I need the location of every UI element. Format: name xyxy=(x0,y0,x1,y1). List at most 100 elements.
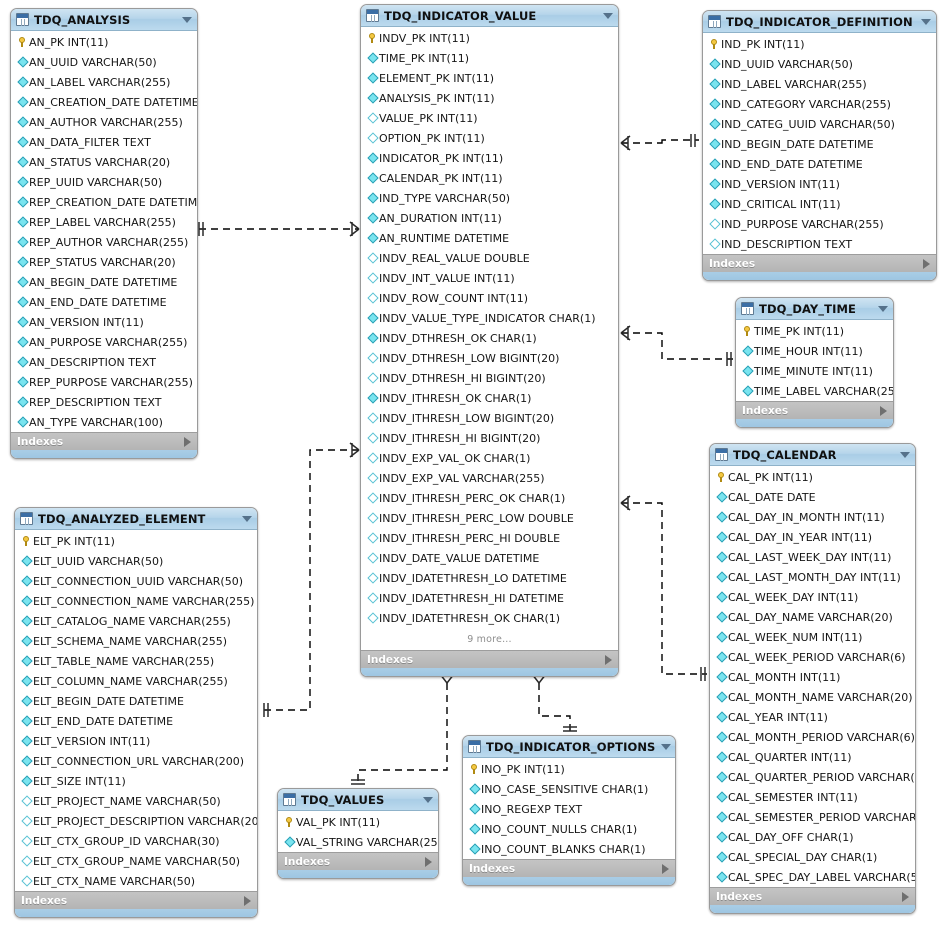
column-row[interactable]: REP_LABEL VARCHAR(255) xyxy=(11,212,197,232)
column-row[interactable]: INDV_VALUE_TYPE_INDICATOR CHAR(1) xyxy=(361,308,618,328)
column-row[interactable]: CAL_QUARTER_PERIOD VARCHAR(5) xyxy=(710,767,915,787)
column-row[interactable]: AN_AUTHOR VARCHAR(255) xyxy=(11,112,197,132)
column-row[interactable]: INDV_EXP_VAL_OK CHAR(1) xyxy=(361,448,618,468)
column-row[interactable]: INO_COUNT_BLANKS CHAR(1) xyxy=(463,839,675,859)
column-row[interactable]: CAL_SEMESTER INT(11) xyxy=(710,787,915,807)
column-row[interactable]: TIME_PK INT(11) xyxy=(361,48,618,68)
column-row[interactable]: ANALYSIS_PK INT(11) xyxy=(361,88,618,108)
indexes-bar-tdq_indicator_definition[interactable]: Indexes xyxy=(703,254,936,272)
column-row[interactable]: TIME_MINUTE INT(11) xyxy=(736,361,893,381)
column-row[interactable]: ELT_BEGIN_DATE DATETIME xyxy=(15,691,257,711)
column-row[interactable]: AN_PURPOSE VARCHAR(255) xyxy=(11,332,197,352)
column-row[interactable]: AN_DESCRIPTION TEXT xyxy=(11,352,197,372)
column-row[interactable]: INDICATOR_PK INT(11) xyxy=(361,148,618,168)
column-row[interactable]: INO_REGEXP TEXT xyxy=(463,799,675,819)
column-row[interactable]: INDV_EXP_VAL VARCHAR(255) xyxy=(361,468,618,488)
column-row[interactable]: IND_UUID VARCHAR(50) xyxy=(703,54,936,74)
column-row[interactable]: CAL_DAY_OFF CHAR(1) xyxy=(710,827,915,847)
column-row[interactable]: INDV_ITHRESH_PERC_OK CHAR(1) xyxy=(361,488,618,508)
column-row[interactable]: CAL_WEEK_PERIOD VARCHAR(6) xyxy=(710,647,915,667)
column-row[interactable]: CAL_PK INT(11) xyxy=(710,467,915,487)
column-row[interactable]: IND_DESCRIPTION TEXT xyxy=(703,234,936,254)
table-header-tdq_indicator_value[interactable]: TDQ_INDICATOR_VALUE xyxy=(361,5,618,27)
column-row[interactable]: ELT_COLUMN_NAME VARCHAR(255) xyxy=(15,671,257,691)
chevron-down-icon[interactable] xyxy=(603,12,613,19)
column-row[interactable]: ELT_CONNECTION_UUID VARCHAR(50) xyxy=(15,571,257,591)
column-row[interactable]: CAL_MONTH_NAME VARCHAR(20) xyxy=(710,687,915,707)
triangle-right-icon[interactable] xyxy=(923,258,930,269)
column-row[interactable]: CAL_MONTH INT(11) xyxy=(710,667,915,687)
column-row[interactable]: ELT_VERSION INT(11) xyxy=(15,731,257,751)
chevron-down-icon[interactable] xyxy=(921,18,931,25)
column-row[interactable]: AN_DURATION INT(11) xyxy=(361,208,618,228)
column-row[interactable]: ELT_CTX_NAME VARCHAR(50) xyxy=(15,871,257,891)
column-row[interactable]: INDV_DTHRESH_HI BIGINT(20) xyxy=(361,368,618,388)
column-row[interactable]: TIME_PK INT(11) xyxy=(736,321,893,341)
table-header-tdq_indicator_options[interactable]: TDQ_INDICATOR_OPTIONS xyxy=(463,736,675,758)
column-row[interactable]: AN_END_DATE DATETIME xyxy=(11,292,197,312)
column-row[interactable]: IND_END_DATE DATETIME xyxy=(703,154,936,174)
column-row[interactable]: CAL_WEEK_DAY INT(11) xyxy=(710,587,915,607)
chevron-down-icon[interactable] xyxy=(878,305,888,312)
column-row[interactable]: TIME_HOUR INT(11) xyxy=(736,341,893,361)
column-row[interactable]: AN_CREATION_DATE DATETIME xyxy=(11,92,197,112)
table-header-tdq_values[interactable]: TDQ_VALUES xyxy=(278,789,438,811)
column-row[interactable]: REP_STATUS VARCHAR(20) xyxy=(11,252,197,272)
column-row[interactable]: AN_STATUS VARCHAR(20) xyxy=(11,152,197,172)
triangle-right-icon[interactable] xyxy=(662,863,669,874)
chevron-down-icon[interactable] xyxy=(423,796,433,803)
column-row[interactable]: CAL_LAST_WEEK_DAY INT(11) xyxy=(710,547,915,567)
column-row[interactable]: ELEMENT_PK INT(11) xyxy=(361,68,618,88)
column-row[interactable]: ELT_END_DATE DATETIME xyxy=(15,711,257,731)
column-row[interactable]: CAL_SEMESTER_PERIOD VARCHAR(6) xyxy=(710,807,915,827)
chevron-down-icon[interactable] xyxy=(661,743,672,750)
column-row[interactable]: VALUE_PK INT(11) xyxy=(361,108,618,128)
more-columns-label[interactable]: 9 more... xyxy=(467,634,512,645)
column-row[interactable]: INDV_DTHRESH_LOW BIGINT(20) xyxy=(361,348,618,368)
triangle-right-icon[interactable] xyxy=(425,856,432,867)
table-header-tdq_indicator_definition[interactable]: TDQ_INDICATOR_DEFINITION xyxy=(703,11,936,33)
column-row[interactable]: INDV_ITHRESH_LOW BIGINT(20) xyxy=(361,408,618,428)
column-row[interactable]: CAL_DAY_IN_YEAR INT(11) xyxy=(710,527,915,547)
column-row[interactable]: CAL_YEAR INT(11) xyxy=(710,707,915,727)
column-row[interactable]: AN_PK INT(11) xyxy=(11,32,197,52)
triangle-right-icon[interactable] xyxy=(184,436,191,447)
indexes-bar-tdq_indicator_value[interactable]: Indexes xyxy=(361,650,618,668)
column-row[interactable]: OPTION_PK INT(11) xyxy=(361,128,618,148)
column-row[interactable]: ELT_TABLE_NAME VARCHAR(255) xyxy=(15,651,257,671)
column-row[interactable]: IND_CATEGORY VARCHAR(255) xyxy=(703,94,936,114)
chevron-down-icon[interactable] xyxy=(182,16,192,23)
column-row[interactable]: IND_LABEL VARCHAR(255) xyxy=(703,74,936,94)
column-row[interactable]: CAL_WEEK_NUM INT(11) xyxy=(710,627,915,647)
triangle-right-icon[interactable] xyxy=(902,891,909,902)
triangle-right-icon[interactable] xyxy=(244,895,251,906)
column-row[interactable]: ELT_PROJECT_NAME VARCHAR(50) xyxy=(15,791,257,811)
column-row[interactable]: REP_DESCRIPTION TEXT xyxy=(11,392,197,412)
column-row[interactable]: CAL_LAST_MONTH_DAY INT(11) xyxy=(710,567,915,587)
column-row[interactable]: CAL_SPECIAL_DAY CHAR(1) xyxy=(710,847,915,867)
column-row[interactable]: INDV_ITHRESH_OK CHAR(1) xyxy=(361,388,618,408)
column-row[interactable]: ELT_PROJECT_DESCRIPTION VARCHAR(200) xyxy=(15,811,257,831)
column-row[interactable]: CALENDAR_PK INT(11) xyxy=(361,168,618,188)
column-row[interactable]: INO_CASE_SENSITIVE CHAR(1) xyxy=(463,779,675,799)
column-row[interactable]: INDV_ITHRESH_PERC_HI DOUBLE xyxy=(361,528,618,548)
column-row[interactable]: INDV_INT_VALUE INT(11) xyxy=(361,268,618,288)
column-row[interactable]: CAL_QUARTER INT(11) xyxy=(710,747,915,767)
column-row[interactable]: CAL_SPEC_DAY_LABEL VARCHAR(50) xyxy=(710,867,915,887)
column-row[interactable]: AN_LABEL VARCHAR(255) xyxy=(11,72,197,92)
column-row[interactable]: CAL_DAY_IN_MONTH INT(11) xyxy=(710,507,915,527)
table-header-tdq_analysis[interactable]: TDQ_ANALYSIS xyxy=(11,9,197,31)
column-row[interactable]: INDV_IDATETHRESH_HI DATETIME xyxy=(361,588,618,608)
column-row[interactable]: AN_RUNTIME DATETIME xyxy=(361,228,618,248)
column-row[interactable]: AN_DATA_FILTER TEXT xyxy=(11,132,197,152)
column-row[interactable]: ELT_CATALOG_NAME VARCHAR(255) xyxy=(15,611,257,631)
table-header-tdq_day_time[interactable]: TDQ_DAY_TIME xyxy=(736,298,893,320)
column-row[interactable]: IND_TYPE VARCHAR(50) xyxy=(361,188,618,208)
column-row[interactable]: AN_BEGIN_DATE DATETIME xyxy=(11,272,197,292)
column-row[interactable]: ELT_SIZE INT(11) xyxy=(15,771,257,791)
column-row[interactable]: REP_CREATION_DATE DATETIME xyxy=(11,192,197,212)
